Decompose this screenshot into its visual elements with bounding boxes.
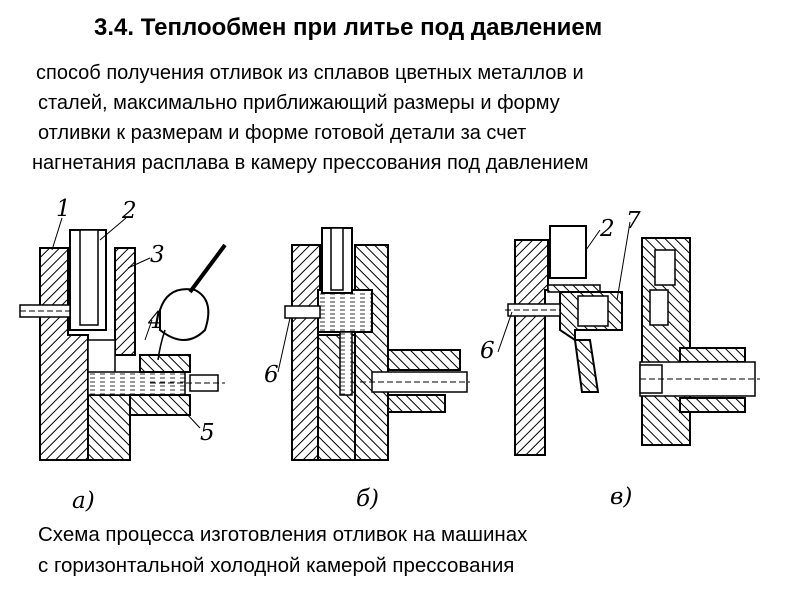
press-chamber-wall bbox=[114, 247, 136, 356]
part-number-6: 6 bbox=[480, 338, 495, 364]
sleeve-top bbox=[679, 347, 746, 363]
side-rod bbox=[284, 305, 321, 319]
sleeve-bottom bbox=[679, 397, 746, 413]
sleeve-bottom bbox=[129, 394, 191, 416]
figure-caption: Схема процесса изготовления отливок на м… bbox=[38, 519, 527, 581]
fixed-die-half bbox=[39, 247, 89, 461]
panel-label-a: а) bbox=[72, 488, 95, 514]
part-number-2: 2 bbox=[121, 198, 137, 224]
panel-b: 6 б) bbox=[264, 227, 470, 512]
sleeve-top bbox=[139, 354, 191, 373]
caption-line: Схема процесса изготовления отливок на м… bbox=[38, 523, 528, 546]
side-rod bbox=[19, 304, 71, 318]
part-number-3: 3 bbox=[150, 242, 165, 268]
panel-a: 1 2 3 4 5 а) bbox=[19, 196, 227, 514]
plunger bbox=[549, 225, 587, 279]
description-line: нагнетания расплава в камеру прессования… bbox=[32, 152, 589, 174]
part-number-2: 2 bbox=[599, 216, 615, 242]
ladle-handle bbox=[188, 243, 227, 294]
description-line: способ получения отливок из сплавов цвет… bbox=[36, 62, 584, 84]
casting-cavity bbox=[577, 295, 609, 327]
die-insert bbox=[354, 244, 389, 461]
plunger-rod bbox=[330, 227, 344, 291]
sleeve-bottom bbox=[387, 394, 446, 413]
melt-chamber bbox=[317, 289, 373, 333]
description: способ получения отливок из сплавов цвет… bbox=[32, 58, 792, 178]
part-number-6: 6 bbox=[264, 362, 279, 388]
description-line: сталей, максимально приближающий размеры… bbox=[38, 92, 560, 114]
sleeve-top bbox=[387, 349, 461, 371]
caption-line: с горизонтальной холодной камерой прессо… bbox=[38, 554, 515, 577]
panel-label-b: б) bbox=[356, 486, 379, 512]
part-number-7: 7 bbox=[626, 208, 641, 234]
sprue bbox=[339, 331, 353, 396]
moving-die-half bbox=[87, 394, 131, 461]
fixed-die-half bbox=[291, 244, 321, 461]
panel-label-c: в) bbox=[610, 484, 632, 510]
pour-stream bbox=[157, 329, 166, 361]
slide-title: 3.4. Теплообмен при литье под давлением bbox=[94, 14, 603, 41]
panel-c: 6 2 7 в) bbox=[480, 208, 760, 510]
part-number-4: 4 bbox=[147, 308, 163, 334]
fixed-die-half bbox=[514, 239, 549, 456]
plunger-rod bbox=[79, 229, 99, 326]
part-number-5: 5 bbox=[200, 420, 215, 446]
part-number-1: 1 bbox=[56, 196, 71, 222]
description-line: отливки к размерам и форме готовой детал… bbox=[38, 122, 527, 144]
ladle bbox=[159, 288, 210, 341]
die-casting-diagram: 1 2 3 4 5 а) 6 б bbox=[19, 196, 760, 514]
